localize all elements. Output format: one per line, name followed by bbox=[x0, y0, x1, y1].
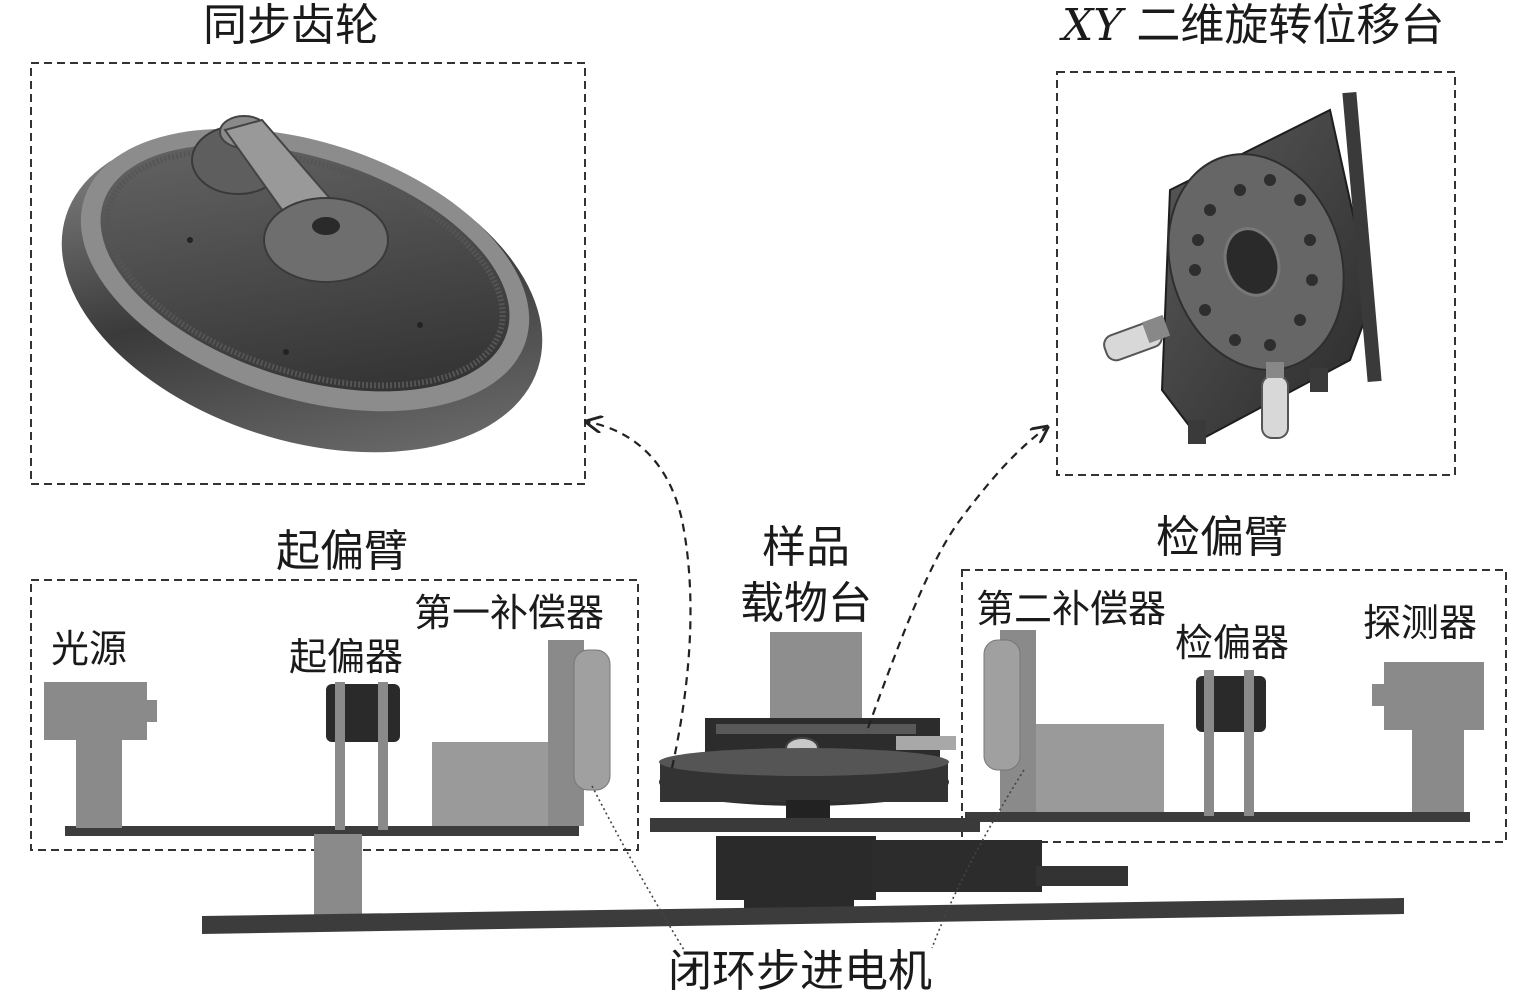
light-source-part bbox=[44, 682, 157, 828]
motor-assembly-illustration bbox=[650, 818, 1128, 908]
polarizer-arm-box bbox=[30, 579, 639, 851]
analyzer-arm-label: 检偏臂 bbox=[1156, 512, 1288, 563]
polarizer-part bbox=[326, 682, 400, 830]
polarizer-label: 起偏器 bbox=[289, 635, 404, 679]
analyzer-arm-illustration bbox=[965, 630, 1484, 822]
xy-stage-illustration bbox=[1103, 91, 1382, 444]
motor-leader-left bbox=[591, 785, 685, 951]
second-compensator-part bbox=[983, 630, 1164, 812]
xy-stage-label: XY 二维旋转位移台 bbox=[1062, 4, 1444, 48]
xy-stage-label-rest: 二维旋转位移台 bbox=[1136, 0, 1445, 51]
sync-gear-illustration bbox=[61, 115, 543, 453]
second-compensator-label: 第二补偿器 bbox=[976, 587, 1167, 631]
polarizer-arm-label: 起偏臂 bbox=[276, 526, 408, 577]
x-micrometer bbox=[1103, 314, 1171, 362]
sample-stage-label-line1: 样品 bbox=[762, 522, 850, 573]
gear-callout-arrow bbox=[588, 422, 692, 769]
analyzer-label: 检偏器 bbox=[1175, 621, 1290, 665]
sample-stage-illustration bbox=[659, 632, 956, 818]
sync-gear-box bbox=[30, 62, 586, 485]
analyzer-part bbox=[1196, 670, 1266, 816]
first-compensator-part bbox=[432, 640, 611, 826]
motor-leader-right bbox=[931, 769, 1025, 949]
stage-callout-arrow bbox=[866, 428, 1046, 729]
polarizer-arm-illustration bbox=[44, 640, 611, 836]
xy-stage-box bbox=[1056, 71, 1456, 476]
detector-part bbox=[1372, 662, 1484, 812]
base-rail bbox=[202, 834, 1404, 934]
analyzer-arm-box bbox=[961, 569, 1507, 843]
xy-stage-label-italic: XY bbox=[1062, 0, 1123, 51]
light-source-label: 光源 bbox=[51, 627, 128, 671]
sync-gear-label: 同步齿轮 bbox=[203, 0, 379, 51]
y-micrometer bbox=[1261, 362, 1289, 439]
detector-label: 探测器 bbox=[1363, 601, 1478, 645]
stepper-motor-label: 闭环步进电机 bbox=[668, 946, 932, 997]
first-compensator-label: 第一补偿器 bbox=[414, 591, 605, 635]
sample-stage-label-line2: 载物台 bbox=[740, 578, 872, 629]
